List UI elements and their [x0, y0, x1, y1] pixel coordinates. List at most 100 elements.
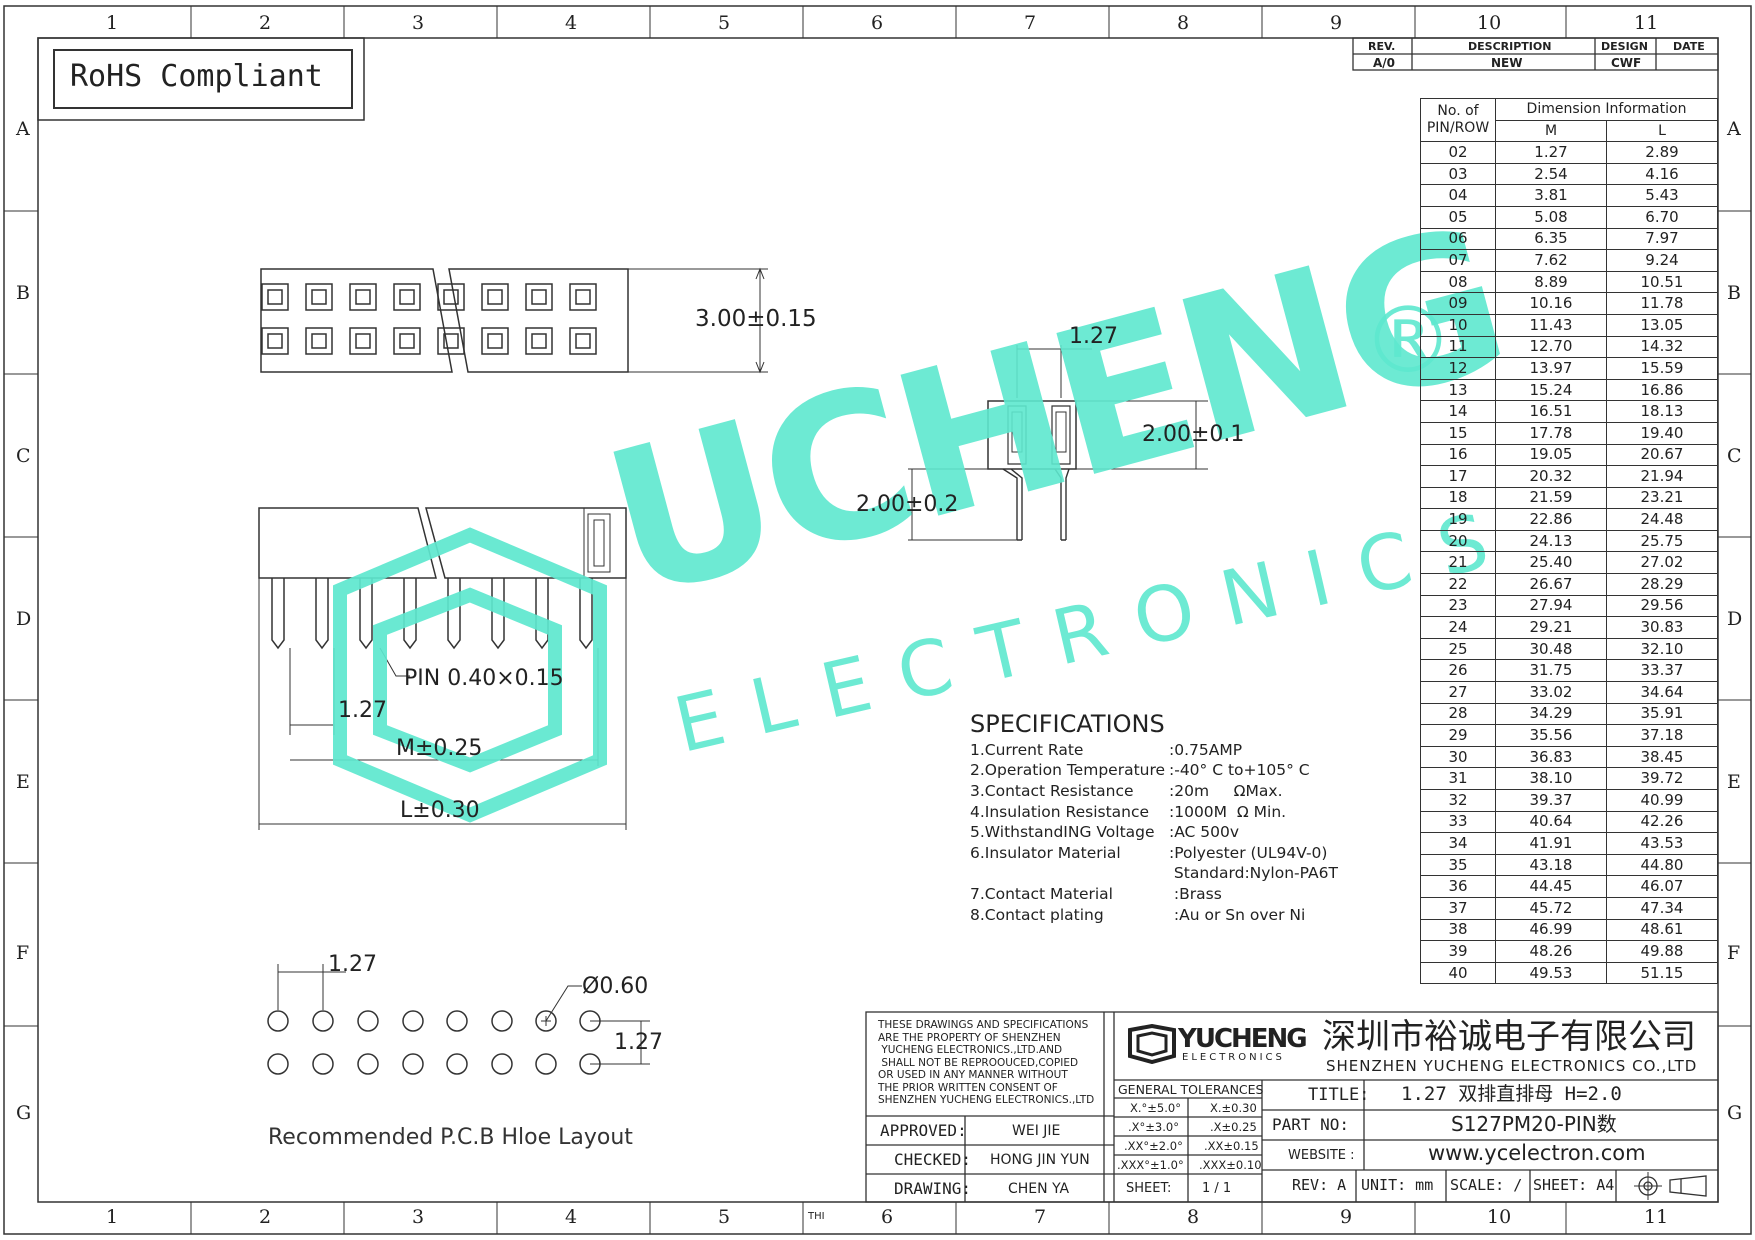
m-value-cell: 6.35 [1495, 227, 1607, 251]
m-value-cell: 25.40 [1495, 551, 1607, 575]
approved-value: WEI JIE [1012, 1123, 1061, 1139]
pin-count-cell: 08 [1420, 270, 1496, 294]
l-value-cell: 51.15 [1606, 961, 1718, 985]
grid-col-label: 11 [1634, 12, 1659, 34]
top-view [260, 267, 768, 374]
grid-col-label: 6 [881, 1206, 894, 1228]
pin-row-header-line2: PIN/ROW [1426, 120, 1490, 137]
scale-label: SCALE: / [1450, 1176, 1523, 1194]
pcb-hole [267, 1010, 289, 1032]
m-value-cell: 15.24 [1495, 378, 1607, 402]
pin-count-cell: 09 [1420, 292, 1496, 315]
l-value-cell: 6.70 [1606, 205, 1718, 229]
cavity-outer [481, 283, 509, 311]
checked-value: HONG JIN YUN [990, 1152, 1090, 1168]
l-value-cell: 39.72 [1606, 767, 1718, 790]
pin-count-cell: 11 [1420, 335, 1496, 359]
front-pin [315, 578, 329, 650]
pin-count-cell: 04 [1420, 184, 1496, 207]
notice-line: OR USED IN ANY MANNER WITHOUT [878, 1069, 1068, 1081]
cavity-outer [437, 283, 465, 311]
pin-count-cell: 39 [1420, 940, 1496, 963]
pcb-hole [267, 1053, 289, 1075]
description-header: DESCRIPTION [1468, 40, 1552, 53]
spec-value: :0.75AMP [1169, 741, 1243, 759]
pin-count-cell: 29 [1420, 724, 1496, 747]
pin-count-cell: 31 [1420, 767, 1496, 790]
notice-line: YUCHENG ELECTRONICS.,LTD.AND [878, 1044, 1063, 1056]
spec-value: :Polyester (UL94V-0) [1169, 844, 1328, 862]
pcb-hole [446, 1010, 468, 1032]
cavity-outer [437, 327, 465, 355]
grid-col-label: 8 [1187, 1206, 1200, 1228]
pcb-hole [535, 1010, 557, 1032]
cavity-inner [267, 333, 283, 349]
l-value-cell: 47.34 [1606, 896, 1718, 920]
cavity-inner [575, 289, 591, 305]
l-value-cell: 9.24 [1606, 249, 1718, 272]
grid-row-label: D [16, 608, 32, 630]
l-value-cell: 19.40 [1606, 421, 1718, 445]
spec-label: 1.Current Rate [970, 741, 1084, 759]
front-pin [535, 578, 549, 650]
m-value-cell: 22.86 [1495, 508, 1607, 531]
design-value: CWF [1611, 56, 1642, 70]
cavity-outer [393, 283, 421, 311]
tolerance-linear: .XX±0.15 [1204, 1139, 1259, 1153]
website-value: www.ycelectron.com [1428, 1141, 1646, 1165]
cavity-inner [443, 333, 459, 349]
m-value-cell: 29.21 [1495, 616, 1607, 639]
dim-pin-size: PIN 0.40×0.15 [404, 666, 564, 691]
rev-indicator: REV: A [1292, 1176, 1347, 1194]
pin-count-cell: 13 [1420, 378, 1496, 402]
dim-side-pitch: 1.27 [1069, 324, 1118, 349]
dim-l: L±0.30 [400, 798, 480, 823]
pin-count-cell: 32 [1420, 789, 1496, 812]
tolerance-angle: .XXX°±1.0° [1117, 1158, 1184, 1172]
pin-count-cell: 19 [1420, 508, 1496, 531]
l-value-cell: 21.94 [1606, 465, 1718, 488]
pin-count-cell: 36 [1420, 875, 1496, 898]
spec-value: :AC 500v [1169, 823, 1240, 841]
company-name-cn: 深圳市裕诚电子有限公司 [1322, 1017, 1696, 1057]
pin-count-cell: 28 [1420, 702, 1496, 726]
pcb-hole [312, 1053, 334, 1075]
sheet-count-value: 1 / 1 [1202, 1181, 1232, 1196]
grid-row-label: C [16, 445, 31, 467]
date-header: DATE [1673, 40, 1705, 53]
notice-line: THESE DRAWINGS AND SPECIFICATIONS [878, 1019, 1089, 1031]
spec-label: 6.Insulator Material [970, 844, 1121, 862]
grid-row-label: F [16, 942, 30, 964]
cavity-outer [525, 327, 553, 355]
design-header: DESIGN [1601, 40, 1648, 53]
title-label: TITLE: [1308, 1085, 1370, 1105]
m-value-cell: 35.56 [1495, 724, 1607, 747]
pin-count-cell: 21 [1420, 551, 1496, 575]
description-value: NEW [1491, 56, 1523, 70]
grid-col-label: 8 [1177, 12, 1190, 34]
cavity-outer [525, 283, 553, 311]
company-logo-icon [1128, 1024, 1176, 1064]
dim-pcb-hole: Ø0.60 [582, 974, 649, 999]
pin-count-cell: 37 [1420, 896, 1496, 920]
pin-count-cell: 23 [1420, 594, 1496, 618]
grid-row-label: E [1727, 771, 1741, 793]
l-value-cell: 30.83 [1606, 616, 1718, 639]
m-value-cell: 38.10 [1495, 767, 1607, 790]
grid-row-label: G [16, 1102, 32, 1124]
cavity-outer [261, 283, 289, 311]
grid-col-label: 10 [1477, 12, 1502, 34]
